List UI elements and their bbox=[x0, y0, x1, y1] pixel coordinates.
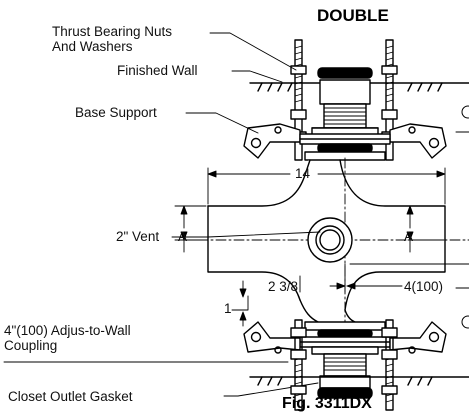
label-thrust-bearing-line2: And Washers bbox=[52, 39, 133, 54]
dim-label-1: 1 bbox=[224, 301, 232, 316]
dimension-2-3-8 bbox=[299, 263, 346, 293]
figure-number: Fig. 3311DX bbox=[282, 395, 372, 412]
dim-label-a-right: A bbox=[404, 229, 414, 244]
label-base-support: Base Support bbox=[75, 105, 157, 120]
dimension-1 bbox=[239, 280, 247, 327]
label-2in-vent: 2" Vent bbox=[116, 229, 160, 244]
label-finished-wall: Finished Wall bbox=[117, 63, 198, 78]
finished-wall-line-bottom bbox=[249, 376, 469, 386]
fitting-flange-bottom bbox=[304, 321, 386, 331]
dim-label-4-100: 4(100) bbox=[404, 279, 444, 294]
coupling-bottom bbox=[311, 346, 379, 399]
dimension-a-right bbox=[406, 205, 445, 253]
dimension-14 bbox=[207, 167, 446, 205]
cropped-callout-marks bbox=[455, 105, 469, 329]
dim-label-2-3-8: 2 3/8 bbox=[268, 279, 299, 294]
base-support-top bbox=[243, 123, 447, 159]
label-coupling-line1: 4"(100) Adjus-to-Wall bbox=[4, 323, 131, 338]
coupling-top bbox=[311, 67, 379, 136]
dimension-a-left bbox=[174, 205, 207, 253]
base-support-bottom bbox=[243, 321, 447, 354]
closet-outlet-gasket-top bbox=[317, 143, 373, 153]
label-closet-outlet-gasket: Closet Outlet Gasket bbox=[8, 389, 133, 404]
dim-label-a-left: A bbox=[178, 229, 188, 244]
label-thrust-bearing-line1: Thrust Bearing Nuts bbox=[52, 24, 173, 39]
fitting-flange-top bbox=[304, 151, 386, 161]
leader-lines bbox=[3, 32, 321, 397]
closet-outlet-gasket-bottom-upper bbox=[317, 329, 373, 338]
diagram-title: DOUBLE bbox=[317, 6, 389, 25]
dim-label-14: 14 bbox=[295, 166, 311, 181]
dimension-4-100 bbox=[346, 263, 469, 290]
label-coupling-line2: Coupling bbox=[4, 338, 58, 353]
